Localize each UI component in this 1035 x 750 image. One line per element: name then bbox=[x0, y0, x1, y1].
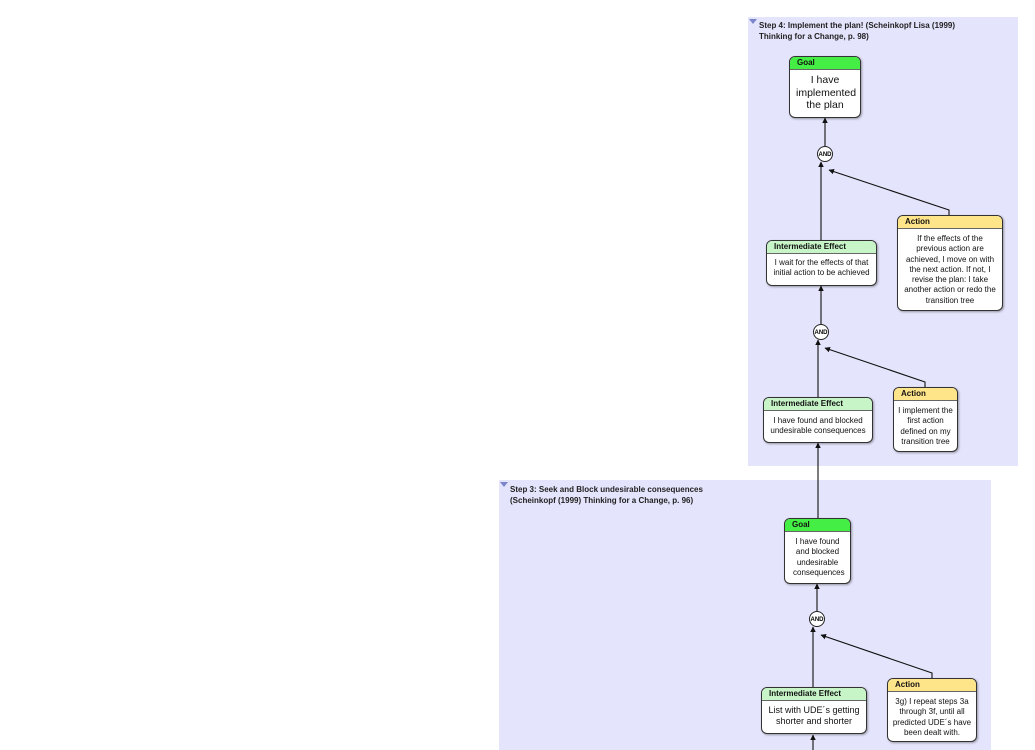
node-text: I implement the first action defined on … bbox=[898, 406, 953, 446]
action-node[interactable]: Action 3g) I repeat steps 3a through 3f,… bbox=[887, 678, 977, 742]
edge-action3-and3 bbox=[820, 634, 933, 678]
group-title-line: Step 4: Implement the plan! (Scheinkopf … bbox=[759, 21, 956, 30]
node-type-label: Goal bbox=[785, 519, 850, 532]
group-title-line: Thinking for a Change, p. 98) bbox=[759, 32, 869, 41]
intermediate-effect-node[interactable]: Intermediate Effect I wait for the effec… bbox=[766, 240, 877, 286]
goal-node[interactable]: Goal I have implemented the plan bbox=[789, 56, 861, 118]
and-connector[interactable]: AND bbox=[809, 611, 825, 627]
action-node[interactable]: Action I implement the first action defi… bbox=[893, 387, 958, 452]
action-node[interactable]: Action If the effects of the previous ac… bbox=[897, 215, 1003, 311]
node-type-label: Action bbox=[898, 216, 1002, 229]
node-text: I have implemented the plan bbox=[796, 74, 857, 111]
node-type-label: Intermediate Effect bbox=[764, 398, 872, 411]
node-type-label: Intermediate Effect bbox=[767, 241, 876, 254]
node-type-label: Action bbox=[888, 679, 976, 692]
node-text: I have found and blocked undesirable con… bbox=[770, 416, 866, 436]
group-title: Step 4: Implement the plan! (Scheinkopf … bbox=[759, 20, 955, 42]
group-title-line: Step 3: Seek and Block undesirable conse… bbox=[510, 485, 703, 494]
and-connector[interactable]: AND bbox=[813, 324, 829, 340]
node-text: 3g) I repeat steps 3a through 3f, until … bbox=[892, 697, 972, 737]
group-title: Step 3: Seek and Block undesirable conse… bbox=[510, 484, 703, 506]
edge-action4a-and1 bbox=[828, 168, 950, 215]
node-text: I wait for the effects of that initial a… bbox=[773, 258, 870, 278]
group-title-line: (Scheinkopf (1999) Thinking for a Change… bbox=[510, 496, 694, 505]
collapse-triangle-icon[interactable] bbox=[749, 19, 757, 24]
node-text: List with UDE´s getting shorter and shor… bbox=[768, 705, 860, 726]
intermediate-effect-node[interactable]: Intermediate Effect List with UDE´s gett… bbox=[761, 687, 867, 734]
node-text: If the effects of the previous action ar… bbox=[904, 234, 996, 305]
collapse-triangle-icon[interactable] bbox=[500, 482, 508, 487]
node-type-label: Action bbox=[894, 388, 957, 401]
and-connector[interactable]: AND bbox=[817, 146, 833, 162]
node-type-label: Intermediate Effect bbox=[762, 688, 866, 701]
node-text: I have found and blocked undesirable con… bbox=[793, 537, 845, 577]
edge-action4b-and2 bbox=[824, 346, 926, 387]
intermediate-effect-node[interactable]: Intermediate Effect I have found and blo… bbox=[763, 397, 873, 443]
goal-node[interactable]: Goal I have found and blocked undesirabl… bbox=[784, 518, 851, 584]
node-type-label: Goal bbox=[790, 57, 860, 70]
